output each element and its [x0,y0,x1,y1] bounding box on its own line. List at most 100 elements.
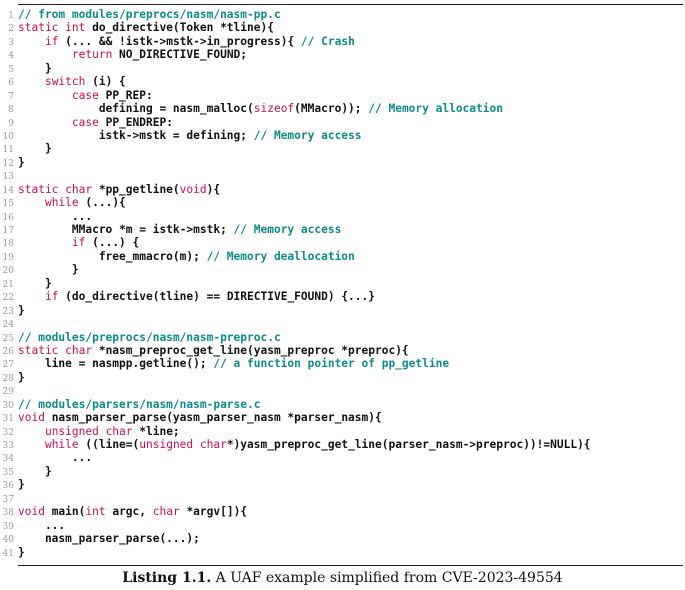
code-text: line = nasmpp.getline(); [18,357,214,371]
code-line: 32 unsigned char *line; [0,425,685,438]
code-text [18,48,72,61]
line-number: 37 [2,494,14,505]
code-line: 12} [0,156,685,169]
line-number: 29 [2,387,14,398]
code-line: 40 nasm_parser_parse(...); [0,532,685,545]
code-comment: // Memory allocation [368,102,503,116]
code-line: 29 [0,384,685,397]
code-text: *)yasm_preproc_get_line(parser_nasm->pre… [226,438,591,451]
line-number: 16 [2,212,14,223]
code-text [18,425,45,438]
code-comment: // a function pointer of pp_getline [213,357,450,371]
code-line: 7 case PP_REP: [0,89,685,102]
line-number: 34 [2,454,14,465]
code-line: 27 line = nasmpp.getline(); // a functio… [0,357,685,370]
code-text: } [18,464,52,478]
code-text: (... && !istk->mstk->in_progress){ [58,34,301,48]
code-line: 30 // modules/parsers/nasm/nasm-parse.c [0,398,685,411]
code-line: 5 } [0,62,685,75]
line-number: 22 [2,293,14,304]
line-number: 12 [2,158,14,169]
line-number: 21 [2,279,14,290]
line-number: 20 [2,266,14,277]
line-number: 7 [8,91,14,102]
line-number: 40 [2,535,14,546]
code-keyword: unsigned char [139,438,227,451]
line-number: 30 [2,400,14,411]
line-number: 13 [2,172,14,183]
code-text: } [18,142,52,156]
code-line: 41} [0,546,685,559]
code-line: 34 ... [0,451,685,464]
listing-caption: Listing 1.1. A UAF example simplified fr… [0,570,685,586]
code-comment: // Memory deallocation [206,249,355,263]
code-line: 28} [0,371,685,384]
code-line: 8 defining = nasm_malloc(sizeof(MMacro))… [0,102,685,115]
code-comment: // from modules/preprocs/nasm/nasm-pp.c [18,8,281,21]
code-text: PP_ENDREP: [98,115,173,129]
code-comment: // Memory access [253,128,362,142]
line-number: 11 [2,145,14,156]
code-line: 4 return NO_DIRECTIVE_FOUND; [0,48,685,61]
line-number: 23 [2,306,14,317]
code-comment: // modules/parsers/nasm/nasm-parse.c [18,397,261,411]
code-line: 24 [0,317,685,330]
code-keyword: void [179,182,207,196]
line-number: 32 [2,427,14,438]
code-text: ... [18,209,93,223]
line-number: 35 [2,467,14,478]
line-number: 27 [2,360,14,371]
code-keyword: unsigned char [44,424,133,438]
caption-text: A UAF example simplified from CVE-2023-4… [211,570,563,586]
code-text: MMacro *m = istk->mstk; [18,223,234,236]
code-line: 25// modules/preprocs/nasm/nasm-preproc.… [0,331,685,344]
code-line: 33 while ((line=(unsigned char*)yasm_pre… [0,438,685,451]
line-number: 6 [8,78,14,89]
line-number: 15 [2,199,14,210]
code-line: 39 ... [0,519,685,532]
code-text: } [18,155,25,169]
code-text: ((line=( [78,438,140,451]
code-text: *nasm_preproc_get_line(yasm_preproc *pre… [92,343,409,357]
caption-label: Listing 1.1. [122,570,212,586]
code-keyword: void [18,411,45,425]
code-text: (MMacro)); [294,102,369,116]
code-comment: // Crash [300,34,355,48]
code-line: 6 switch (i) { [0,75,685,88]
code-line: 36} [0,478,685,491]
code-text: (do_directive(tline) == DIRECTIVE_FOUND)… [58,290,376,304]
code-text: *line; [132,424,180,438]
code-keyword: if [44,34,59,48]
code-keyword: while [44,438,79,451]
code-keyword: void [18,505,45,519]
line-number: 17 [2,226,14,236]
code-text [18,89,72,102]
code-text: *argv[]){ [179,505,248,519]
line-number: 25 [2,333,14,344]
code-text: istk->mstk = defining; [18,128,254,142]
code-text: PP_REP: [98,88,153,102]
code-line: 19 free_mmacro(m); // Memory deallocatio… [0,250,685,263]
line-number: 4 [8,51,14,62]
code-line: 22 if (do_directive(tline) == DIRECTIVE_… [0,290,685,303]
line-number: 33 [2,441,14,451]
code-keyword: case [71,88,99,102]
code-keyword: char [152,505,180,519]
code-text: do_directive(Token *tline){ [85,21,274,35]
code-keyword: sizeof [253,102,295,116]
code-line: 20 } [0,263,685,276]
line-number: 9 [8,118,14,129]
code-keyword: case [71,115,99,129]
line-number: 39 [2,521,14,532]
code-keyword: if [71,236,86,250]
code-keyword: int [85,505,106,519]
code-text: nasm_parser_parse(yasm_parser_nasm *pars… [44,411,382,425]
code-line: 16 ... [0,210,685,223]
code-text [18,75,45,88]
code-text: } [18,303,25,317]
code-comment: // Memory access [233,223,342,236]
code-text: *pp_getline( [92,182,180,196]
code-line: 15 while (...){ [0,196,685,209]
